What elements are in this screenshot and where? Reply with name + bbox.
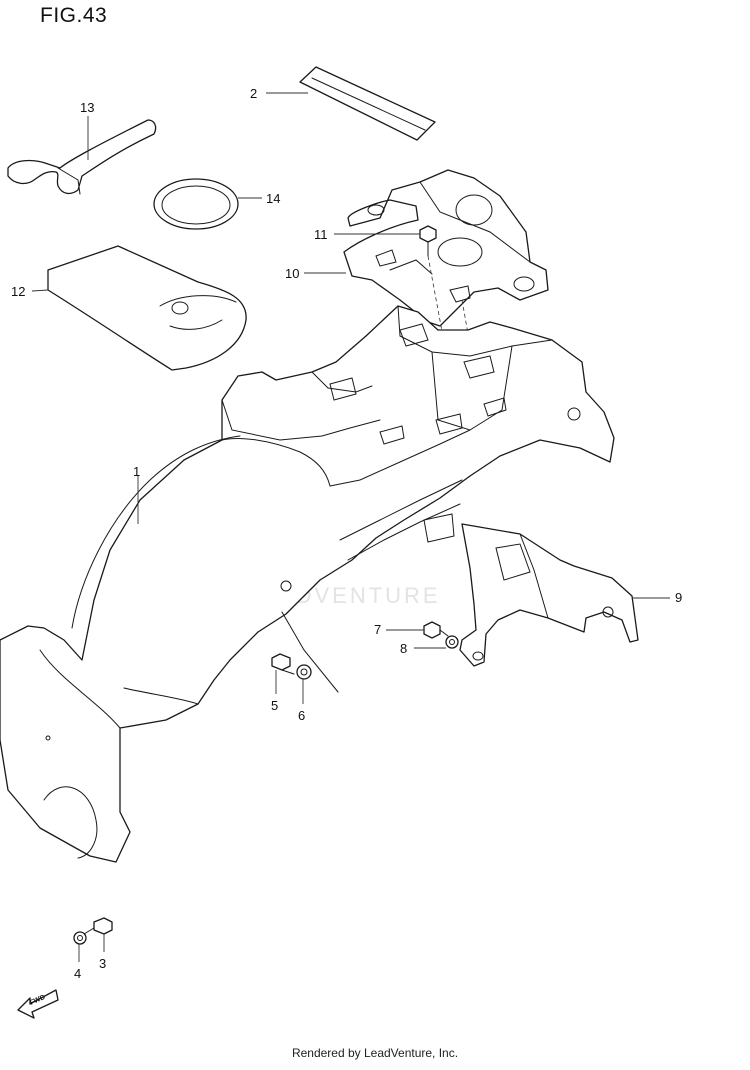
callout-8: 8 bbox=[400, 641, 446, 656]
callout-label: 7 bbox=[374, 622, 381, 637]
callout-5: 5 bbox=[271, 670, 278, 713]
figure-title: FIG.43 bbox=[40, 4, 108, 27]
callout-label: 3 bbox=[99, 956, 106, 971]
part-13-spanner-wrench bbox=[7, 119, 157, 195]
callout-3: 3 bbox=[99, 934, 106, 971]
part-3-bolt bbox=[83, 917, 113, 935]
callout-label: 13 bbox=[80, 100, 94, 115]
part-5-bolt bbox=[271, 653, 295, 675]
part-8-washer bbox=[445, 635, 459, 649]
fwd-arrow-icon: FWD bbox=[17, 989, 59, 1019]
part-4-washer bbox=[73, 931, 87, 945]
callout-label: 5 bbox=[271, 698, 278, 713]
callout-label: 12 bbox=[11, 284, 25, 299]
callout-label: 8 bbox=[400, 641, 407, 656]
callout-label: 2 bbox=[250, 86, 257, 101]
part-11-bolt bbox=[419, 225, 437, 257]
callout-13: 13 bbox=[80, 100, 94, 160]
callout-1: 1 bbox=[133, 464, 140, 524]
part-7-bolt bbox=[423, 621, 449, 639]
callout-7: 7 bbox=[374, 622, 424, 637]
footer-credit: Rendered by LeadVenture, Inc. bbox=[291, 1046, 459, 1060]
callout-label: 4 bbox=[74, 966, 81, 981]
callout-label: 11 bbox=[314, 227, 328, 242]
callout-label: 9 bbox=[675, 590, 682, 605]
part-12-tool-bag bbox=[47, 245, 247, 371]
part-14-band bbox=[153, 178, 239, 230]
callout-label: 14 bbox=[266, 191, 280, 206]
part-1-rear-fender bbox=[0, 305, 615, 863]
callout-label: 1 bbox=[133, 464, 140, 479]
callout-4: 4 bbox=[74, 944, 81, 981]
part-2-sticker bbox=[299, 66, 436, 141]
callout-14: 14 bbox=[238, 191, 280, 206]
callout-10: 10 bbox=[285, 266, 346, 281]
part-6-washer bbox=[296, 664, 312, 680]
part-9-lower-bracket bbox=[459, 523, 639, 667]
callout-6: 6 bbox=[298, 679, 305, 723]
callout-label: 6 bbox=[298, 708, 305, 723]
callout-label: 10 bbox=[285, 266, 299, 281]
callout-12: 12 bbox=[11, 284, 49, 299]
part-10-upper-bracket bbox=[343, 169, 549, 327]
callout-11: 11 bbox=[314, 227, 420, 242]
callout-2: 2 bbox=[250, 86, 308, 101]
callout-9: 9 bbox=[632, 590, 682, 605]
